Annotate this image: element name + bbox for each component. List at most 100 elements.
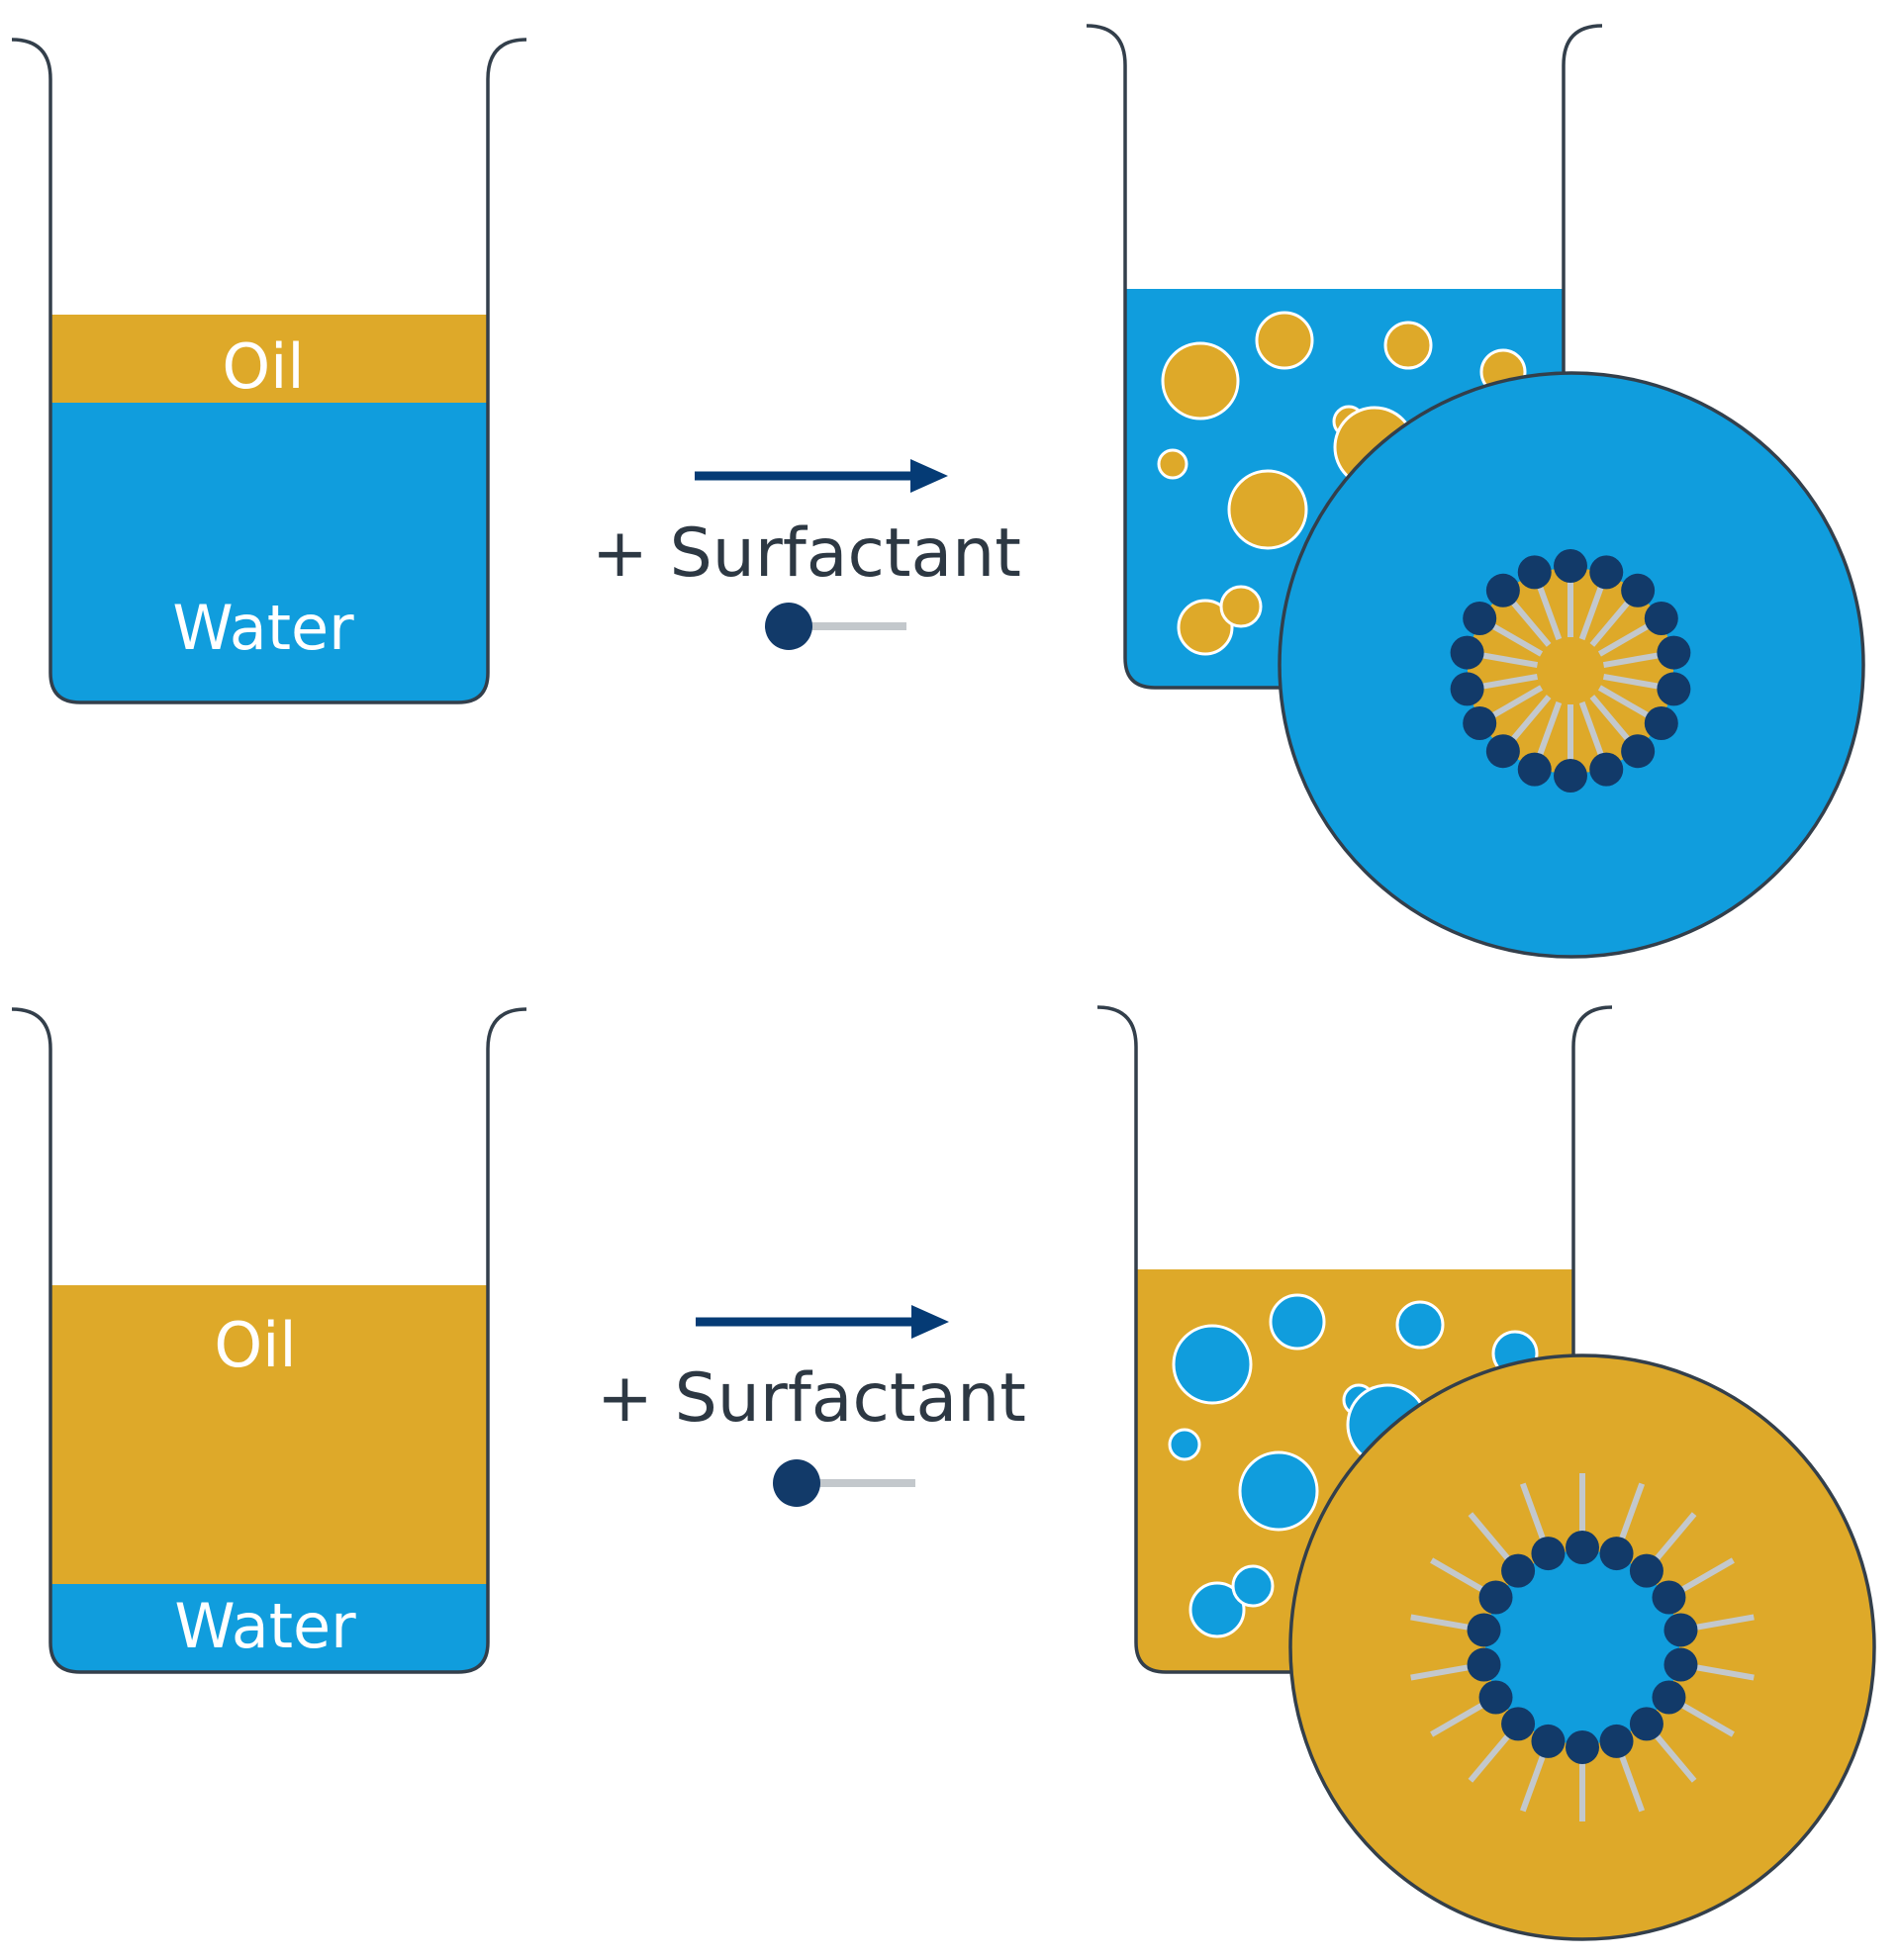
- surfactant-tail: [1578, 584, 1605, 641]
- surfactant-head: [1554, 759, 1587, 793]
- oil-label: Oil: [222, 330, 304, 403]
- panel-2-beaker-after: [1096, 1005, 1876, 1941]
- surfactant-head: [1517, 555, 1552, 590]
- surfactant-tail: [1616, 1748, 1646, 1813]
- surfactant-head: [1652, 1580, 1686, 1615]
- surfactant-tail: [1688, 1663, 1755, 1681]
- surfactant-tail: [1519, 1482, 1549, 1546]
- water-label: Water: [172, 592, 354, 664]
- oil-layer: [50, 1285, 488, 1585]
- surfactant-head: [1467, 1613, 1501, 1647]
- surfactant-label: + Surfactant: [597, 1359, 1026, 1438]
- surfactant-tail: [1578, 700, 1605, 758]
- surfactant-tail: [1468, 1728, 1515, 1783]
- surfactant-tail: [1430, 1557, 1490, 1596]
- surfactant-head: [1485, 734, 1520, 769]
- surfactant-tail: [1410, 1614, 1476, 1632]
- surfactant-tail: [1509, 695, 1552, 743]
- water-layer: [50, 1584, 488, 1672]
- droplet: [1177, 599, 1234, 656]
- magnified-view: [1278, 371, 1865, 959]
- surfactant-tail: [1468, 1512, 1515, 1566]
- surfactant-head: [1629, 1707, 1663, 1741]
- surfactant-tail: [1589, 599, 1632, 647]
- beaker-3-liquid: [50, 1285, 488, 1672]
- droplet: [1227, 469, 1308, 550]
- surfactant-head: [1531, 1724, 1566, 1758]
- arrow-right-icon: [696, 1305, 949, 1339]
- panel-2-reaction-arrow: + Surfactant: [597, 1305, 1026, 1507]
- surfactant-head: [1478, 1580, 1513, 1615]
- beaker-outline: [11, 38, 527, 704]
- surfactant-tail: [1536, 584, 1563, 641]
- beaker-outline: [11, 1007, 527, 1674]
- droplet: [1238, 1450, 1319, 1532]
- surfactant-head: [1485, 573, 1520, 607]
- droplet: [1383, 321, 1433, 370]
- surfactant-head: [1663, 1647, 1698, 1682]
- panel-1-reaction-arrow: + Surfactant: [592, 459, 1021, 650]
- droplet: [1269, 1293, 1326, 1351]
- arrow-right-icon: [695, 459, 948, 493]
- surfactant-head: [1463, 706, 1497, 740]
- surfactant-head: [1463, 602, 1497, 635]
- surfactant-head: [1501, 1553, 1536, 1588]
- surfactant-tail: [1509, 599, 1552, 647]
- surfactant-tail: [1650, 1728, 1697, 1783]
- surfactant-tail: [1536, 700, 1563, 758]
- surfactant-head: [1450, 635, 1484, 670]
- droplet: [1188, 1581, 1246, 1638]
- beaker-1-liquid: [50, 315, 488, 702]
- oil-core: [1468, 568, 1673, 774]
- oil-label: Oil: [214, 1309, 296, 1381]
- surfactant-head: [1657, 672, 1691, 706]
- oil-layer: [50, 315, 488, 404]
- panel-1-beaker-after: [1086, 24, 1865, 959]
- surfactant-head: [1621, 734, 1656, 769]
- surfactant-tail: [1602, 652, 1662, 669]
- panel-1-beaker-before: Oil Water: [11, 38, 527, 704]
- surfactant-label: + Surfactant: [592, 514, 1021, 593]
- surfactant-head: [1467, 1647, 1501, 1682]
- surfactant-molecule-icon: [765, 603, 906, 650]
- surfactant-head: [1644, 602, 1678, 635]
- surfactant-head: [1450, 672, 1484, 706]
- surfactant-head: [1663, 1613, 1698, 1647]
- surfactant-head: [1652, 1680, 1686, 1715]
- droplet: [1157, 448, 1188, 480]
- surfactant-head: [1554, 549, 1587, 583]
- panel-2-beaker-before: Oil Water: [11, 1007, 527, 1674]
- surfactant-molecule-icon: [773, 1459, 915, 1507]
- surfactant-tail: [1597, 685, 1652, 719]
- magnified-view: [1288, 1353, 1876, 1941]
- droplet: [1219, 585, 1263, 628]
- micelle-oil-core: [1450, 549, 1691, 793]
- surfactant-tail: [1650, 1512, 1697, 1566]
- surfactant-tail: [1489, 685, 1544, 719]
- surfactant-tail: [1688, 1614, 1755, 1632]
- surfactant-head: [1501, 1707, 1536, 1741]
- surfactant-tail: [1410, 1663, 1476, 1681]
- surfactant-tail: [1479, 673, 1539, 690]
- surfactant-head: [1589, 752, 1624, 787]
- droplet: [1231, 1564, 1275, 1608]
- reverse-micelle-water-core: [1410, 1473, 1755, 1821]
- water-core: [1485, 1550, 1679, 1744]
- droplet: [1161, 341, 1240, 420]
- surfactant-tail: [1430, 1699, 1490, 1737]
- surfactant-tail: [1489, 622, 1544, 657]
- water-label: Water: [174, 1590, 356, 1662]
- surfactant-tail: [1616, 1482, 1646, 1546]
- surfactant-head: [1629, 1553, 1663, 1588]
- surfactant-tail: [1589, 695, 1632, 743]
- droplet: [1255, 311, 1314, 370]
- water-layer: [50, 403, 488, 702]
- surfactant-tail: [1602, 673, 1662, 690]
- surfactant-head: [1599, 1537, 1634, 1571]
- surfactant-head: [1621, 573, 1656, 607]
- surfactant-tail: [1597, 622, 1652, 657]
- surfactant-head: [1566, 1730, 1599, 1764]
- surfactant-head: [1589, 555, 1624, 590]
- surfactant-tail: [1479, 652, 1539, 669]
